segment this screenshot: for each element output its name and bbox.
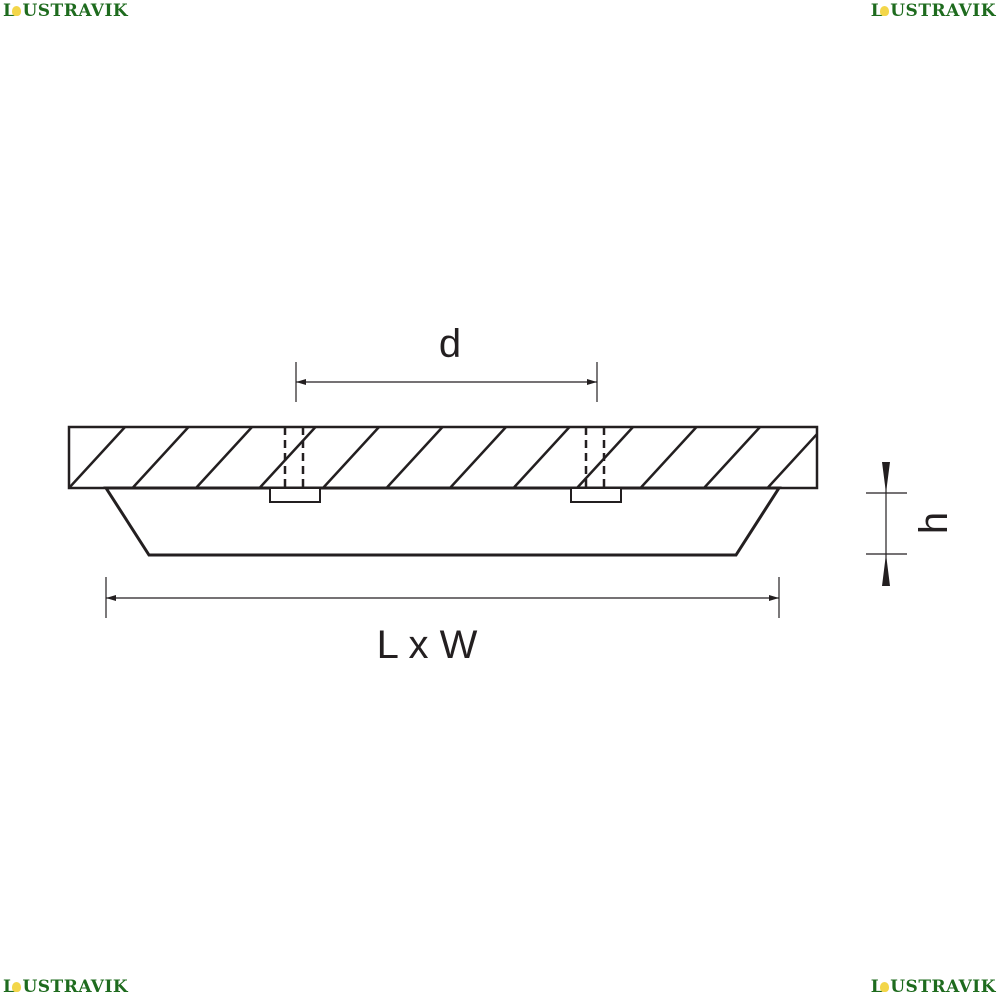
logo-letter: L <box>870 1 884 21</box>
hatch-line <box>131 427 190 488</box>
bulb-icon <box>880 982 890 992</box>
hatch-line <box>831 427 887 488</box>
screw-holes <box>283 427 606 488</box>
hatch-line <box>69 427 126 488</box>
logo-text: USTRAVIK <box>890 977 996 997</box>
hatch-line <box>449 427 507 488</box>
logo-text: USTRAVIK <box>890 1 996 21</box>
mount-bracket-left <box>269 487 321 503</box>
logo-letter: L <box>3 977 16 997</box>
hatch-line <box>703 427 761 488</box>
plate-hatching <box>69 427 887 488</box>
label-d: d <box>439 322 461 366</box>
dimension-h <box>866 462 907 586</box>
bulb-icon <box>880 6 890 16</box>
label-h: h <box>912 512 956 534</box>
logo-letter: L <box>870 977 884 997</box>
logo-top-left: L USTRAVIK <box>3 1 128 21</box>
hatch-line <box>385 427 444 488</box>
hatch-line <box>766 432 817 488</box>
logo-text: USTRAVIK <box>22 977 129 997</box>
mount-bracket-right <box>570 487 622 503</box>
dimension-d <box>295 362 598 402</box>
hatch-line <box>512 427 571 488</box>
hatch-line <box>322 427 380 488</box>
lamp-body <box>103 486 782 557</box>
hatch-line <box>258 427 317 488</box>
bulb-icon <box>12 982 22 992</box>
logo-text: USTRAVIK <box>22 1 129 21</box>
dimension-lw <box>105 577 780 618</box>
hatch-line <box>195 427 253 488</box>
logo-letter: L <box>3 1 16 21</box>
logo-bottom-right: L USTRAVIK <box>871 977 996 997</box>
bulb-icon <box>12 6 22 16</box>
logo-top-right: L USTRAVIK <box>871 1 996 21</box>
hatch-line <box>639 427 698 488</box>
label-lw: L x W <box>377 623 478 667</box>
logo-bottom-left: L USTRAVIK <box>3 977 128 997</box>
